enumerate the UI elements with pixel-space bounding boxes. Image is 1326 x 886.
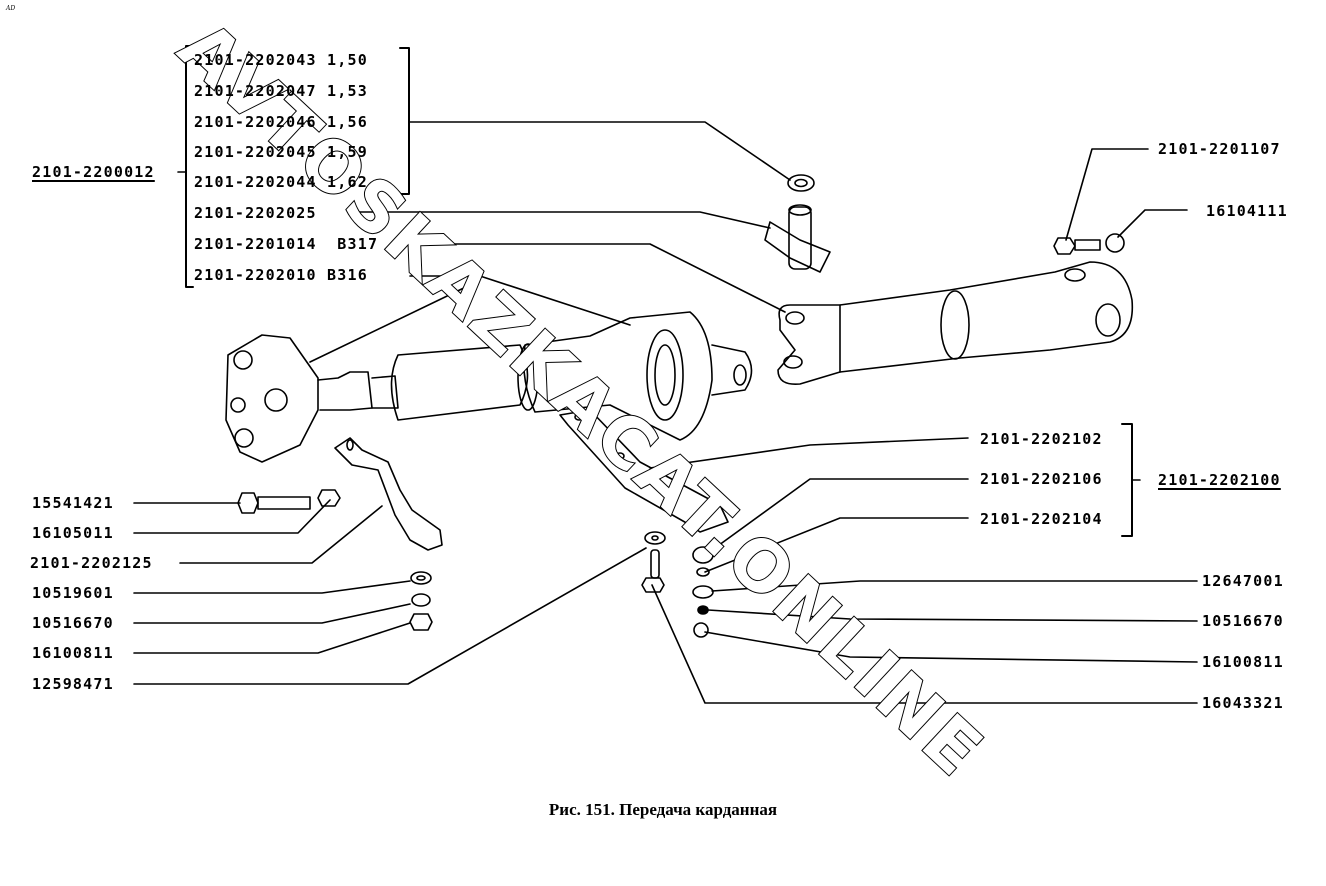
callout-label: 2101-2201107 (1158, 140, 1281, 158)
part-number: 2101-2201014 (194, 235, 317, 253)
spring-washer-right (697, 605, 709, 615)
universal-joint-cross (764, 204, 831, 273)
assembly-left-part: 2101-2202025 (194, 204, 317, 222)
part-number: 2101-2202010 (194, 266, 317, 284)
part-note: 1,59 (327, 143, 368, 161)
part-note: 1,50 (327, 51, 368, 69)
washer-part (787, 174, 815, 192)
callout-label: 2101-2202125 (30, 554, 153, 572)
figure-caption: Рис. 151. Передача карданная (548, 800, 778, 819)
assembly-left-part: 2101-2202047 1,53 (194, 82, 368, 100)
callout-label: 16100811 (1202, 653, 1284, 671)
assembly-right-part: 2101-2202106 (980, 470, 1103, 488)
part-number: 2101-2202047 (194, 82, 317, 100)
callout-label: 16043321 (1202, 694, 1284, 712)
part-number: 2101-2202043 (194, 51, 317, 69)
rubber-cushion-2101-2202106 (692, 546, 714, 564)
washer-12598471 (644, 531, 666, 545)
callout-label: 15541421 (32, 494, 114, 512)
callout-label: 16104111 (1206, 202, 1288, 220)
spring-washer-10516670 (411, 593, 431, 607)
assembly-left-bracket (185, 45, 194, 288)
part-note: 1,62 (327, 173, 368, 191)
rear-propeller-shaft (777, 261, 1134, 386)
front-propeller-shaft (225, 311, 753, 463)
flange-bolt (1053, 237, 1101, 255)
assembly-right-part: 2101-2202104 (980, 510, 1103, 528)
part-note: B316 (327, 266, 368, 284)
washer-10519601 (410, 571, 432, 585)
part-number: 2101-2202044 (194, 173, 317, 191)
assembly-right-part: 2101-2202102 (980, 430, 1103, 448)
assembly-left-part: 2101-2202043 1,50 (194, 51, 368, 69)
callout-label: 10516670 (1202, 612, 1284, 630)
callout-label: 10516670 (32, 614, 114, 632)
corner-mark: AD (6, 5, 16, 12)
assembly-right-bracket (1121, 423, 1133, 537)
bracket-bolt (237, 492, 311, 514)
assembly-left-part: 2101-2202010 B316 (194, 266, 368, 284)
callout-label: 12647001 (1202, 572, 1284, 590)
part-note: B317 (337, 235, 379, 253)
assembly-left-part: 2101-2202045 1,59 (194, 143, 368, 161)
callout-label: 16105011 (32, 524, 114, 542)
assembly-left-label: 2101-2200012 (32, 163, 155, 181)
assembly-right-label: 2101-2202100 (1158, 471, 1281, 489)
bolt-16043321 (641, 549, 665, 593)
nut-16100811 (409, 613, 433, 631)
nut-right (693, 622, 709, 638)
bracket-nut (317, 489, 341, 507)
assembly-left-part: 2101-2202044 1,62 (194, 173, 368, 191)
callout-label: 16100811 (32, 644, 114, 662)
callout-label: 10519601 (32, 584, 114, 602)
part-note: 1,53 (327, 82, 368, 100)
callout-label: 12598471 (32, 675, 114, 693)
assembly-left-part: 2101-2201014 B317 (194, 235, 378, 253)
part-number: 2101-2202046 (194, 113, 317, 131)
flange-nut (1105, 233, 1125, 253)
part-note: 1,56 (327, 113, 368, 131)
part-number: 2101-2202045 (194, 143, 317, 161)
crossmember-strap (559, 409, 729, 533)
mounting-bracket (334, 437, 443, 551)
assembly-left-part: 2101-2202046 1,56 (194, 113, 368, 131)
washer-12647001 (692, 585, 714, 599)
